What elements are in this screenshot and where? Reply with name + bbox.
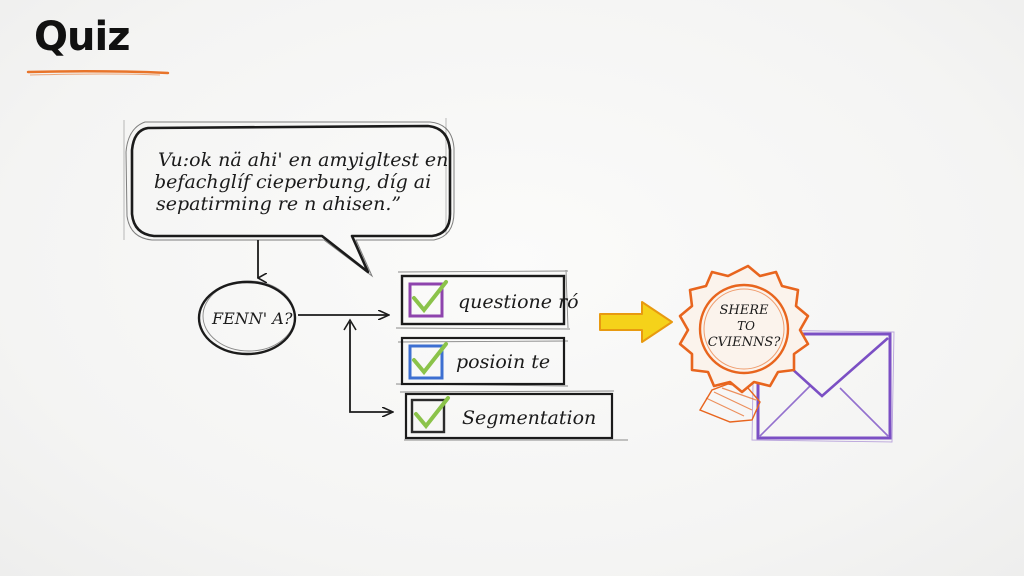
- option-3-label: Segmentation: [462, 407, 596, 429]
- yellow-arrow-icon: [599, 301, 673, 343]
- badge-line-1: SHERE: [719, 303, 769, 318]
- page-title: Quiz: [34, 14, 130, 60]
- option-row-3[interactable]: [399, 390, 628, 441]
- badge-line-3: CVIENNS?: [708, 335, 782, 350]
- speech-line-1: Vu:ok nä ahi' en amyigltest en: [158, 149, 448, 171]
- option-row-1[interactable]: [395, 269, 571, 330]
- share-badge-seal: [678, 264, 810, 423]
- option-2-label: posioin te: [456, 351, 550, 373]
- option-2-checkbox[interactable]: [408, 344, 444, 380]
- option-1-checkbox[interactable]: [408, 282, 444, 318]
- start-node: [197, 280, 297, 356]
- badge-line-2: TO: [737, 319, 755, 333]
- branch-connector: [349, 322, 392, 412]
- title-underline: [26, 69, 170, 75]
- option-2-check-icon: [412, 342, 448, 376]
- speech-line-3: sepatirming re n ahisen.”: [156, 193, 401, 215]
- speech-line-2: befachglíf cieperbung, díg ai: [154, 171, 431, 193]
- option-1-check-icon: [412, 280, 448, 314]
- option-3-check-icon: [414, 396, 450, 430]
- option-row-2[interactable]: [395, 336, 569, 387]
- speech-bubble: [123, 118, 455, 278]
- option-1-label: questione ró: [458, 291, 579, 313]
- option-3-checkbox[interactable]: [410, 398, 446, 434]
- start-node-label: FENN' A?: [211, 309, 293, 328]
